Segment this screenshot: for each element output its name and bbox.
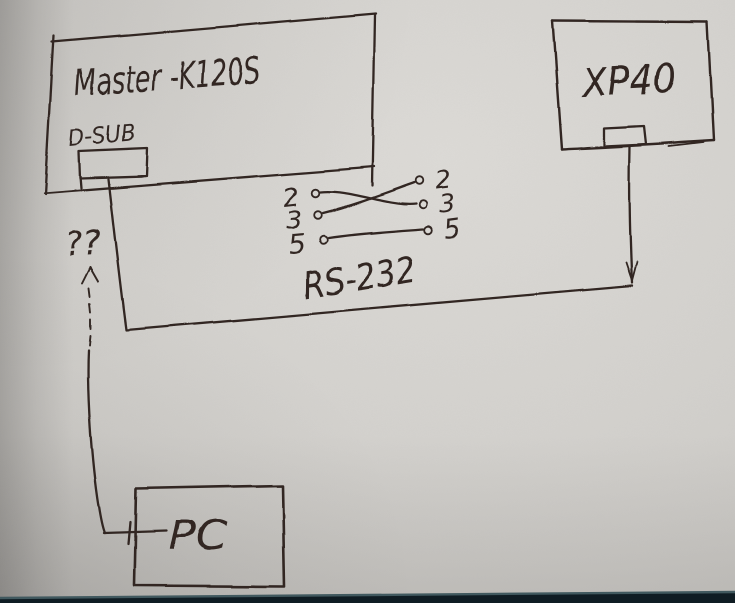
pc-entry-tick (126, 520, 132, 546)
wire-left3-to-right2 (321, 181, 416, 215)
xp40-box-right-edge (705, 20, 715, 142)
pin-left-2-label: 2 (282, 182, 301, 213)
table-edge (0, 590, 735, 603)
pin-right-3-label: 3 (438, 188, 456, 218)
crossover-wires (318, 181, 425, 240)
dsub-connector-rect (77, 146, 149, 180)
dsub-connector-spur (78, 174, 83, 190)
table-edge-dark-band (0, 592, 735, 603)
dsub-label: D-SUB (67, 120, 136, 152)
unknown-marker-label: ?? (64, 223, 103, 265)
pin-left-5-circle (319, 235, 329, 245)
pc-to-unknown-arrow (81, 267, 107, 535)
xp40-box-left-edge (551, 19, 564, 151)
pin-right-5-circle (423, 225, 433, 235)
pin-right-5-label: 5 (442, 213, 463, 246)
table-edge-highlight-line (0, 590, 735, 600)
arrowhead-up-left-wing (81, 267, 91, 285)
arrowhead-down-right-wing (631, 261, 638, 282)
wire-left5-to-right5 (327, 227, 425, 240)
arrow-dashed-segment (88, 288, 92, 345)
xp40-box-top-edge (551, 19, 709, 24)
xp40-box-label: XP40 (579, 56, 677, 107)
dsub-connector (77, 146, 149, 190)
wire-xp40-drop (625, 144, 638, 285)
pin-left-3-circle (313, 210, 323, 220)
master-box-top-edge (50, 12, 378, 44)
pin-left-3-label: 3 (285, 205, 303, 235)
pc-box-label: PC (169, 513, 227, 559)
arrowhead-down-left-wing (625, 262, 633, 282)
pin-right-2-circle (414, 176, 424, 186)
pin-left-2-circle (310, 188, 320, 198)
pin-right-2-label: 2 (434, 164, 453, 195)
pin-terminals-left (310, 188, 329, 245)
wire-xp40-drop-line (628, 144, 634, 285)
master-box-bottom-edge (42, 165, 376, 195)
xp40-box-bottom-double-stroke (667, 141, 703, 147)
pc-box-rect (132, 484, 286, 589)
arrowhead-up-right-wing (89, 267, 99, 283)
pc-box (132, 484, 286, 589)
pin-left-5-label: 5 (288, 229, 308, 261)
wire-left2-to-right3 (318, 190, 418, 206)
pin-terminals-right (414, 176, 433, 235)
master-box (42, 12, 378, 196)
arrow-solid-segment (87, 347, 107, 535)
pin-right-3-circle (418, 200, 428, 210)
xp40-port-rect (602, 124, 648, 148)
master-box-left-edge (43, 34, 56, 196)
ink-strokes (42, 12, 715, 589)
wire-dsub-to-xp40 (106, 177, 634, 332)
master-box-right-edge (370, 13, 377, 188)
